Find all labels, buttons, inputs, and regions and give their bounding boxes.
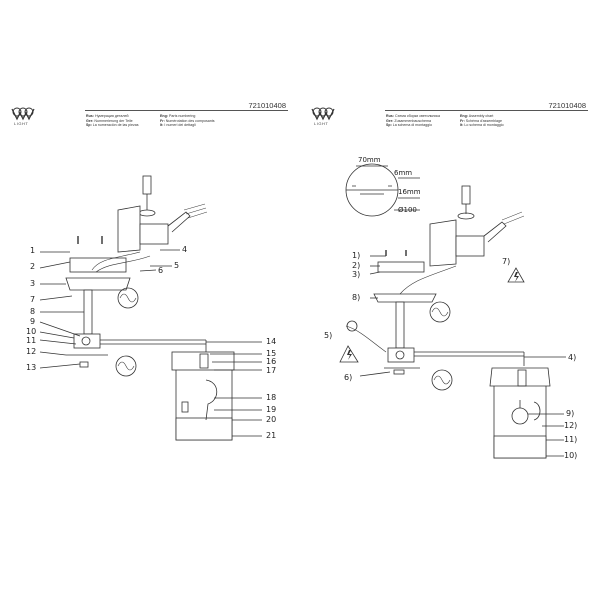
step-label: 10) (564, 451, 578, 460)
part-label: 15 (266, 349, 277, 358)
step-label: 1) (352, 251, 361, 260)
exploded-parts-drawing (39, 175, 262, 441)
brand-logo-icon (311, 107, 335, 121)
brand-logo-icon (11, 107, 35, 121)
header-line: Ger: Zusammenbauschema (386, 118, 431, 123)
part-label: 1 (30, 246, 36, 255)
brand-logo-text: LIGHT (314, 121, 329, 126)
header-line: Rus: Схема сборки светильника (386, 114, 441, 118)
part-label: 5 (174, 261, 180, 270)
part-label: 19 (266, 405, 277, 414)
part-label: 4 (182, 245, 188, 254)
part-label: 9 (30, 317, 36, 326)
step-label: 6) (344, 373, 353, 382)
part-label: 2 (30, 262, 36, 271)
step-label: 4) (568, 353, 577, 362)
header-lang-col-1: Rus: Схема сборки светильника Ger: Zusam… (386, 114, 440, 128)
part-label: 21 (266, 431, 277, 440)
header-line: It: Lo schema di montaggio (460, 123, 504, 128)
header-line: Sp: La numeración de las piezas (86, 123, 139, 128)
header-line: Fr: Schéma d'assemblage (460, 118, 503, 123)
header-line: Rus: Нумерация деталей (86, 114, 129, 118)
part-label: 6 (158, 266, 164, 275)
header-lang-col-1: Rus: Нумерация деталей Ger: Nummerierung… (86, 114, 139, 128)
dimension-label: Ø100 (398, 206, 417, 214)
step-label: 2) (352, 261, 361, 270)
header-divider (85, 110, 288, 111)
step-label: 9) (566, 409, 575, 418)
part-label: 14 (266, 337, 277, 346)
step-label: 8) (352, 293, 361, 302)
header-line: Ger: Nummerierung der Teile (86, 118, 133, 123)
article-code: 721010408 (548, 101, 586, 110)
header-lang-col-2: Eng: Parts numbering Fr: Numérotation de… (160, 114, 215, 128)
part-label: 7 (30, 295, 36, 304)
header-divider (385, 110, 588, 111)
header-line: Eng: Assembly chart (460, 114, 494, 118)
part-label: 13 (26, 363, 37, 372)
parts-numbering-sheet: LIGHT 721010408 Rus: Нумерация деталей G… (11, 101, 288, 441)
header-line: Sp: La schema di montaggio (386, 123, 432, 128)
assembly-chart-sheet: LIGHT 721010408 Rus: Схема сборки светил… (300, 0, 600, 600)
step-label: 3) (352, 270, 361, 279)
step-label: 7) (502, 257, 511, 266)
part-label: 3 (30, 279, 36, 288)
part-label: 10 (26, 327, 37, 336)
part-label: 16 (266, 357, 277, 366)
part-label: 17 (266, 366, 277, 375)
assembly-drawing (339, 163, 566, 459)
step-label: 11) (564, 435, 578, 444)
part-label: 12 (26, 347, 37, 356)
part-label: 11 (26, 336, 37, 345)
dimension-label: 16mm (398, 188, 421, 196)
dimension-label: 70mm (358, 156, 381, 164)
part-label: 8 (30, 307, 36, 316)
part-label: 18 (266, 393, 277, 402)
header-line: It: I numeri dei dettagli (160, 123, 196, 128)
header-line: Eng: Parts numbering (160, 114, 196, 118)
part-label: 20 (266, 415, 277, 424)
header-line: Fr: Numérotation des composants (160, 118, 215, 123)
header-lang-col-2: Eng: Assembly chart Fr: Schéma d'assembl… (460, 114, 504, 128)
step-label: 5) (324, 331, 333, 340)
dimension-label: 6mm (394, 169, 413, 177)
article-code: 721010408 (248, 101, 286, 110)
brand-logo-text: LIGHT (14, 121, 29, 126)
step-label: 12) (564, 421, 578, 430)
